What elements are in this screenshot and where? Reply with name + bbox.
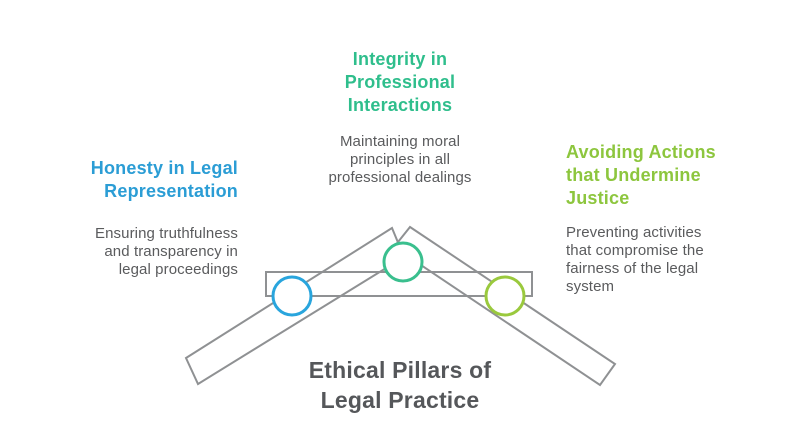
pillar-body-justice: Preventing activities that compromise th… [566,224,704,295]
circle-justice [484,275,526,317]
circle-honesty [271,275,313,317]
right-bar-outline [392,225,617,387]
diagram-title: Ethical Pillars of Legal Practice [308,357,492,413]
pillar-heading-justice: Avoiding Actions that Undermine Justice [566,142,716,208]
pillar-body-honesty: Ensuring truthfulness and transparency i… [94,225,238,278]
pillar-heading-integrity: Integrity in Professional Interactions [344,49,456,115]
pillar-heading-honesty: Honesty in Legal Representation [90,158,238,201]
circle-integrity [382,241,424,283]
pillar-body-integrity: Maintaining moral principles in all prof… [328,133,472,186]
